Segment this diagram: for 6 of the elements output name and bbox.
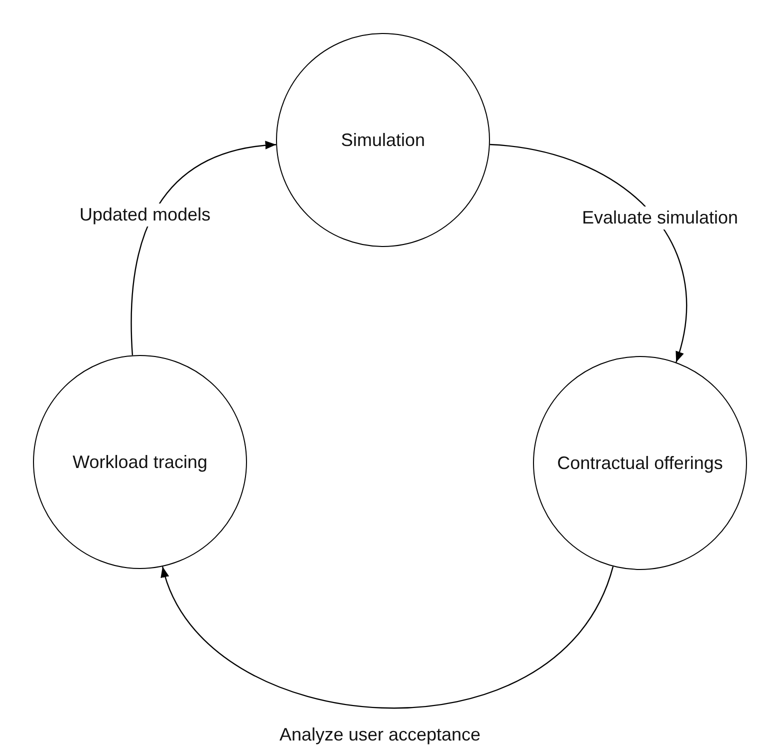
arrow: [130, 141, 276, 356]
node-label: Contractual offerings: [557, 452, 723, 474]
arrow: [162, 566, 614, 708]
arrow: [490, 144, 688, 362]
node-label: Simulation: [340, 130, 426, 150]
node-label: Workload tracing: [72, 452, 208, 472]
